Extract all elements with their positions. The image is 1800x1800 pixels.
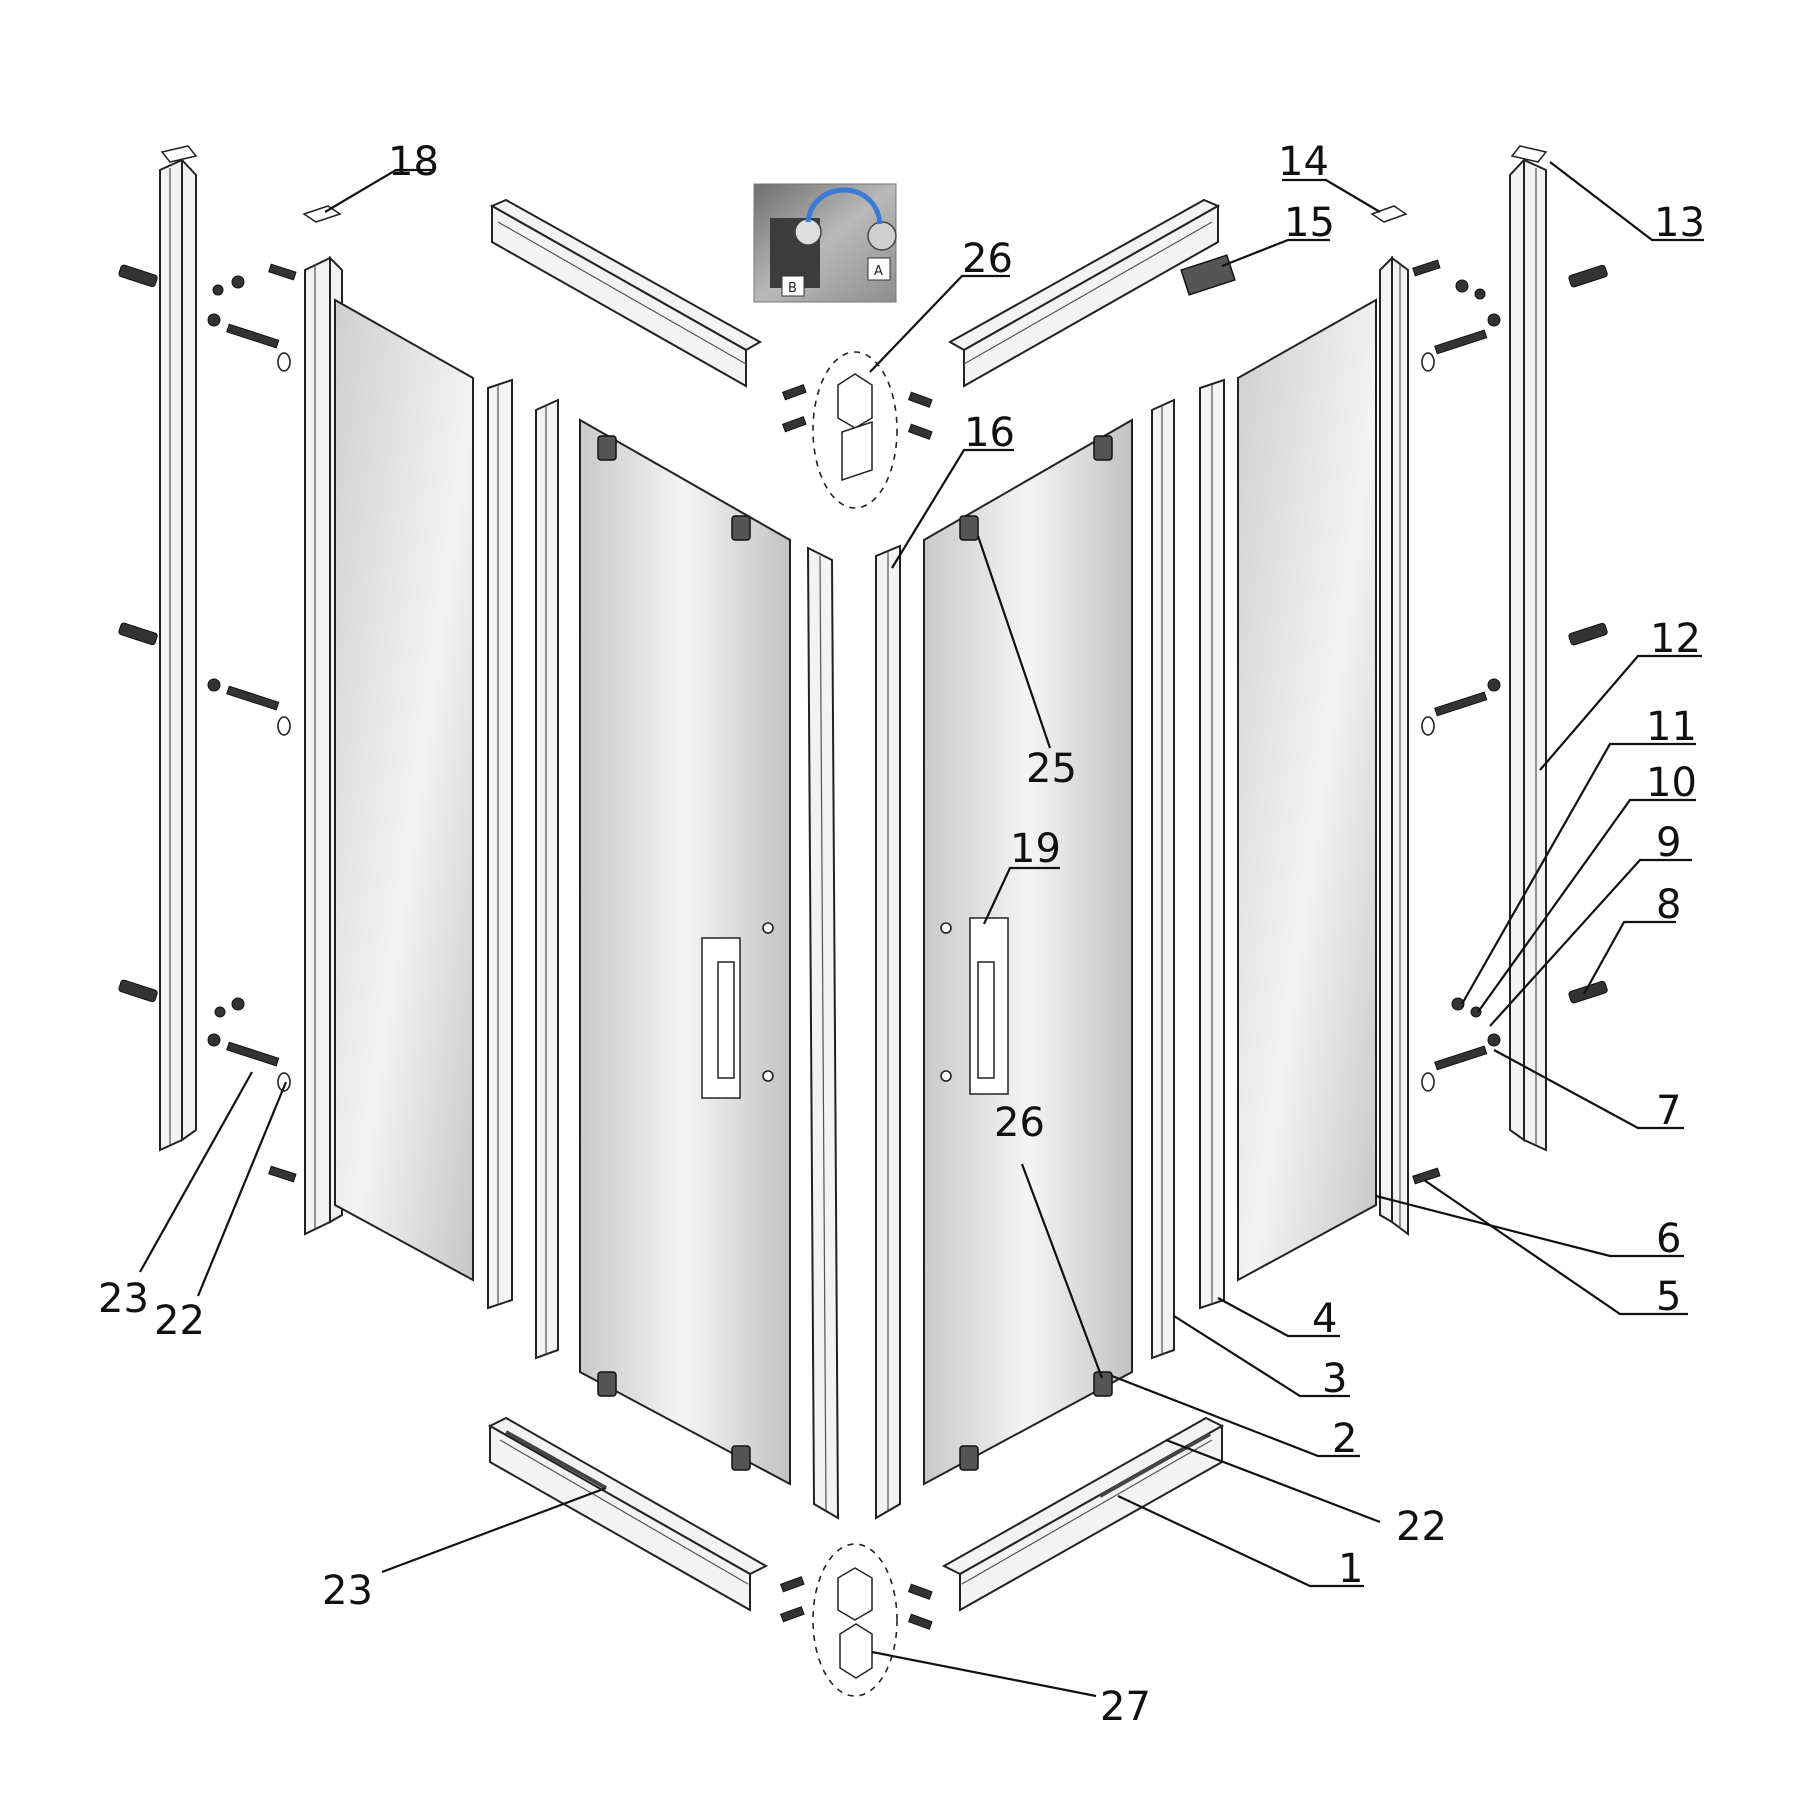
callout-4: 4 [1312,1296,1337,1342]
bottom-left-rail [487,1416,769,1612]
left-fasteners [207,263,297,1183]
callout-23-bottom: 23 [322,1568,373,1614]
callout-16: 16 [964,410,1015,456]
right-fasteners [1412,259,1501,1185]
callout-9: 9 [1656,820,1681,866]
top-right-rail [947,198,1221,388]
right-fixed-panel [1151,255,1409,1360]
callout-18: 18 [388,139,439,185]
left-door [579,418,840,1520]
photo-tag-b: B [788,281,797,296]
callout-10: 10 [1646,760,1697,806]
callout-25: 25 [1026,746,1077,792]
callout-7: 7 [1656,1088,1681,1134]
callout-12: 12 [1650,616,1701,662]
callout-labels: 18 14 15 13 26 16 25 12 11 10 9 8 19 7 2… [98,139,1705,1730]
callout-26-top: 26 [962,236,1013,282]
photo-tag-a: A [874,264,883,279]
callout-13: 13 [1654,200,1705,246]
leader-lines [139,161,1704,1698]
right-wall-anchors [1568,264,1608,1004]
callout-26-mid: 26 [994,1100,1045,1146]
left-fixed-panel [304,255,559,1360]
top-corner-connector [781,351,933,509]
left-wall-profile [159,145,198,1152]
callout-1: 1 [1338,1546,1363,1592]
callout-22-left: 22 [154,1298,205,1344]
callout-19: 19 [1010,826,1061,872]
callout-5: 5 [1656,1274,1681,1320]
bottom-corner-connector [779,1543,933,1697]
callout-8: 8 [1656,882,1681,928]
callout-15: 15 [1284,200,1335,246]
callout-6: 6 [1656,1216,1681,1262]
callout-14: 14 [1278,139,1329,185]
callout-11: 11 [1646,704,1697,750]
left-wall-anchors [118,264,158,1003]
right-wall-profile [1509,145,1548,1152]
callout-3: 3 [1322,1356,1347,1402]
top-caps [302,205,1408,296]
callout-23-left: 23 [98,1276,149,1322]
right-door [875,418,1133,1520]
photo-inset: B A [753,183,897,303]
callout-22-bottom: 22 [1396,1504,1447,1550]
callout-27: 27 [1100,1684,1151,1730]
top-left-rail [489,198,763,388]
callout-2: 2 [1332,1416,1357,1462]
